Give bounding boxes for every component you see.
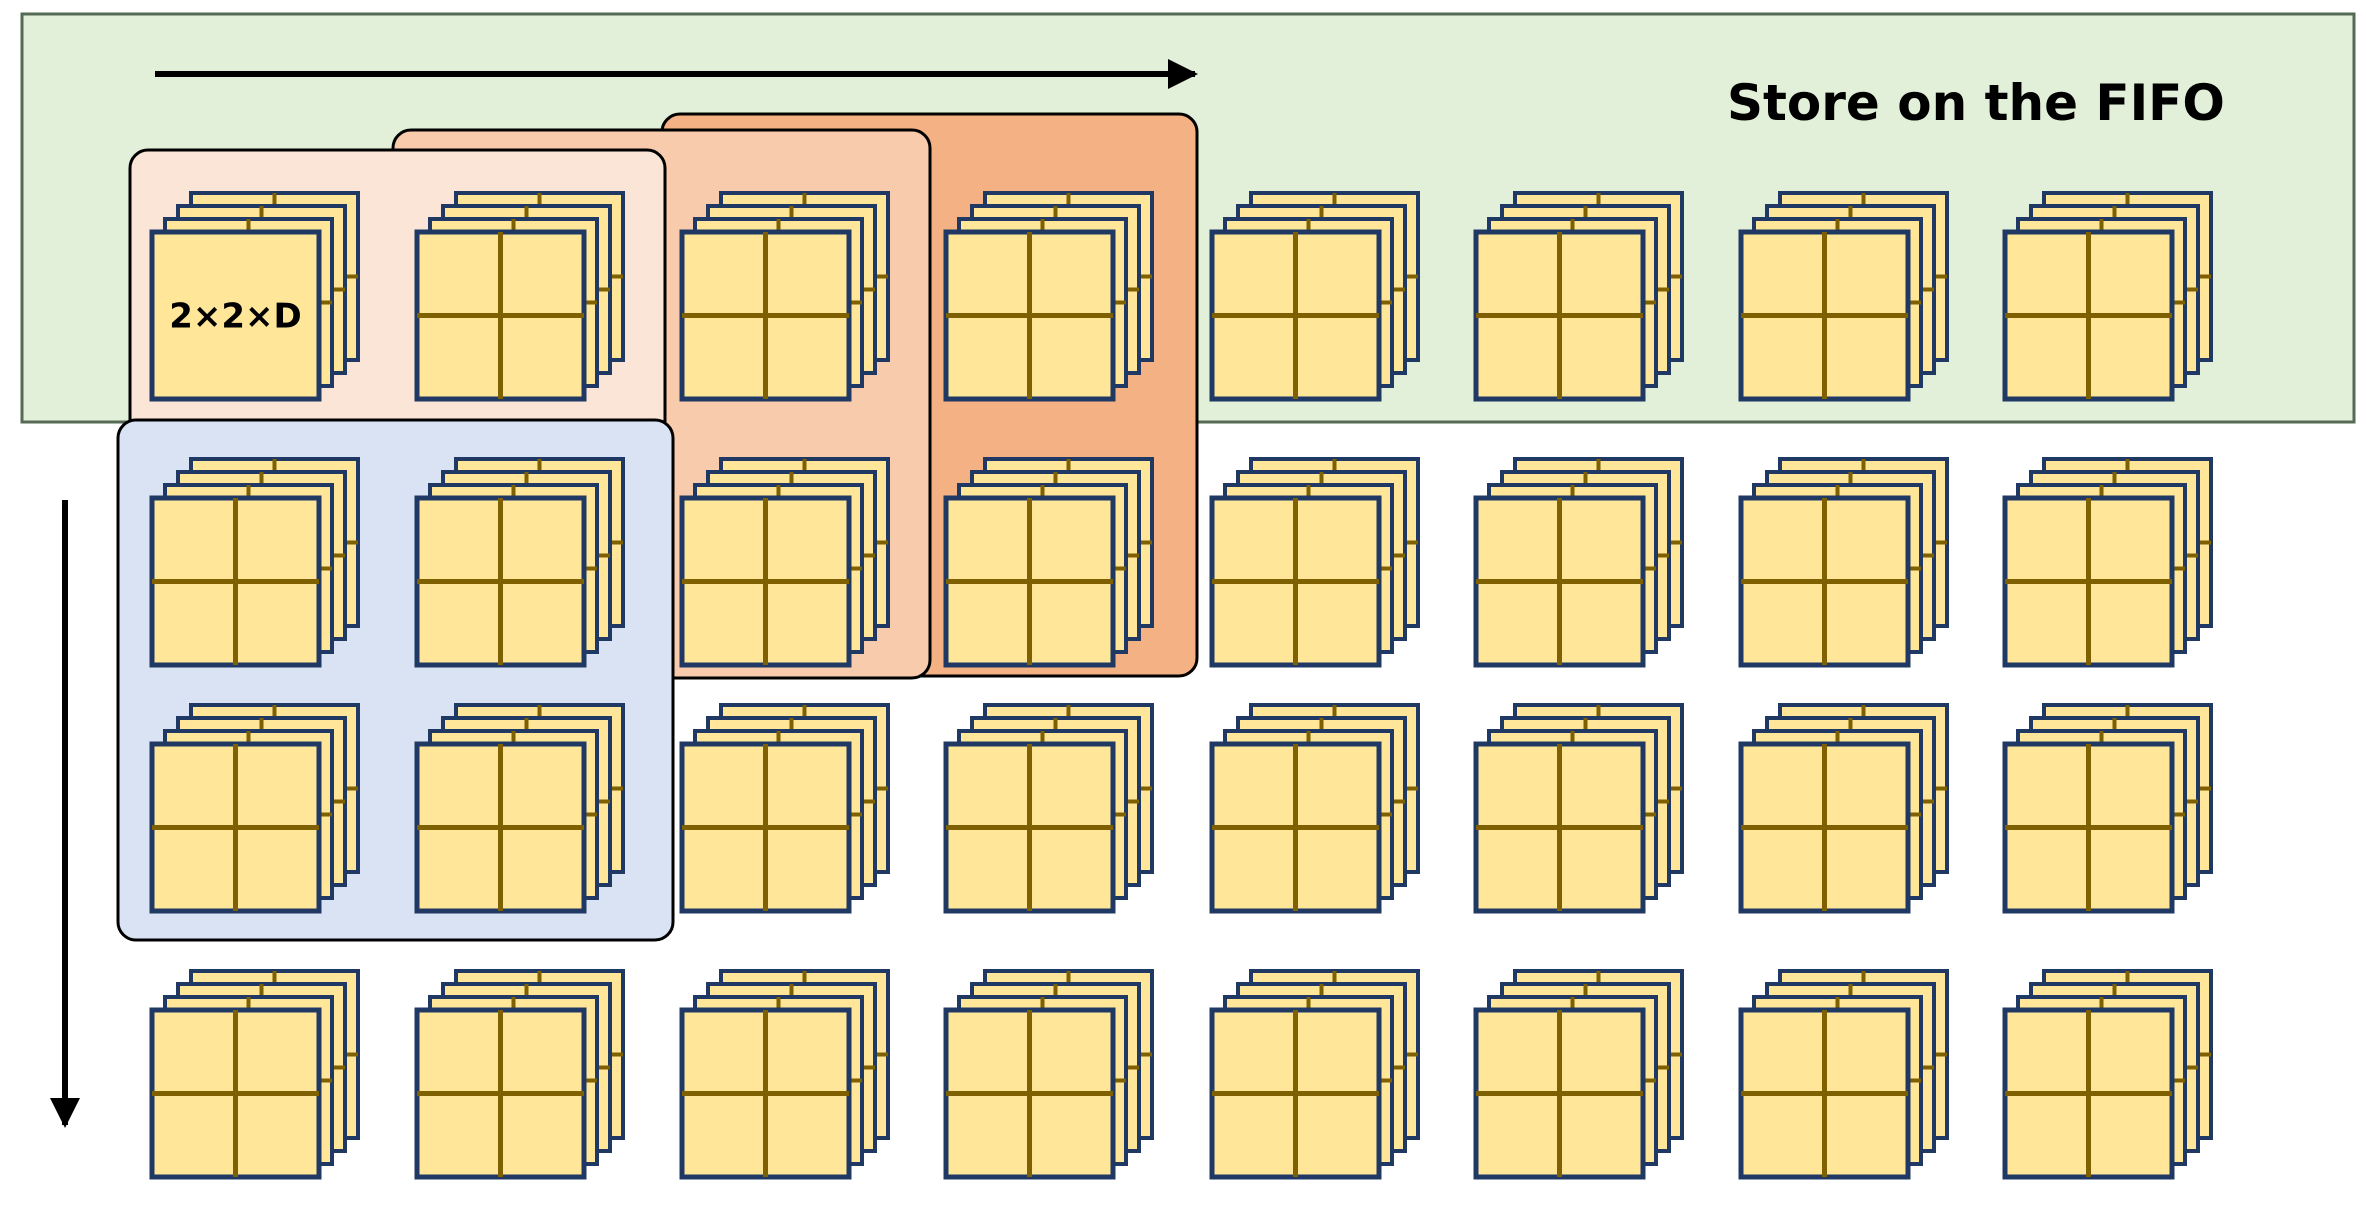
tile-grid: 2×2×D [116, 191, 2213, 1180]
tile-stack [1738, 703, 1949, 914]
tile-stack [679, 969, 890, 1180]
tile-stack [149, 969, 360, 1180]
tile-stack [943, 703, 1154, 914]
tile-stack [1473, 457, 1684, 668]
tile-stack [414, 457, 625, 668]
tile-stack [1209, 457, 1420, 668]
tile-stack [149, 703, 360, 914]
tile-stack [679, 457, 890, 668]
tile-stack [943, 457, 1154, 668]
tile-stack [1473, 969, 1684, 1180]
tile-stack [414, 703, 625, 914]
tile-dimension-label: 2×2×D [169, 297, 302, 337]
tile-front-face [149, 229, 322, 402]
tile-stack [1738, 969, 1949, 1180]
tile-stack [414, 191, 625, 402]
tile-stack [679, 191, 890, 402]
tile-stack [679, 703, 890, 914]
fifo-label: Store on the FIFO [1727, 74, 2225, 132]
tile-stack [414, 969, 625, 1180]
tile-stack [149, 457, 360, 668]
tile-stack [1209, 969, 1420, 1180]
tile-stack [1473, 191, 1684, 402]
tile-stack [2002, 703, 2213, 914]
tile-stack [943, 191, 1154, 402]
tile-stack [2002, 191, 2213, 402]
tile-stack [1209, 191, 1420, 402]
tile-stack [943, 969, 1154, 1180]
tile-stack [2002, 969, 2213, 1180]
tile-stack [1209, 703, 1420, 914]
tile-stack [1738, 457, 1949, 668]
tile-stack [2002, 457, 2213, 668]
tile-stack [1473, 703, 1684, 914]
tile-stack [1738, 191, 1949, 402]
tile-stack: 2×2×D [149, 191, 360, 402]
